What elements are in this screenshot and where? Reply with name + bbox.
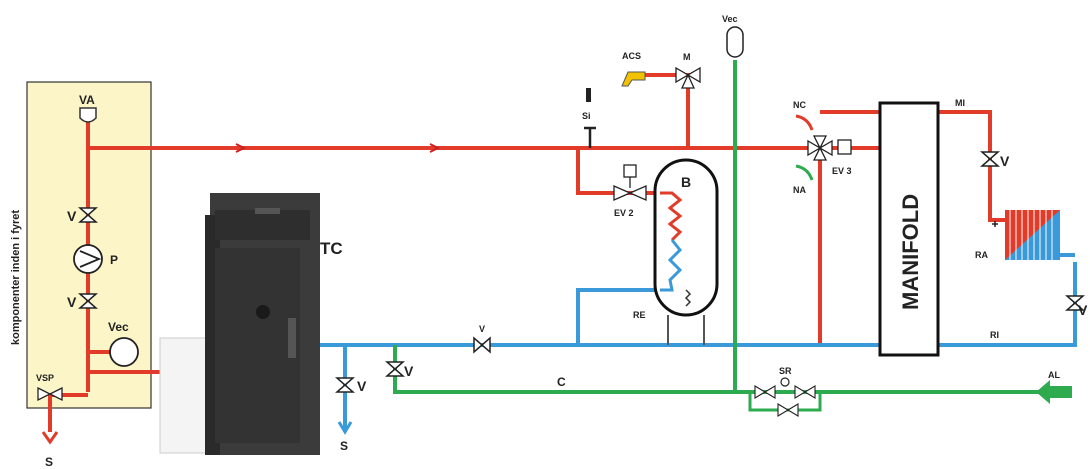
nc-label: NC — [793, 100, 806, 110]
sensor-si-stem — [584, 126, 596, 148]
re-label: RE — [633, 310, 646, 320]
s-left-label: S — [45, 455, 53, 469]
pellet-boiler — [159, 193, 320, 455]
m-label: M — [683, 52, 691, 62]
valve-v-mid — [78, 293, 98, 309]
v-label-top: V — [67, 208, 77, 224]
safety-valve-vsp — [37, 386, 63, 402]
heating-coil-blue — [660, 239, 683, 292]
sr-label: SR — [779, 366, 792, 376]
na-arc — [795, 164, 814, 181]
mixing-valve-m — [675, 66, 701, 89]
storage-tank-b — [653, 158, 719, 317]
ri-label: RI — [990, 330, 999, 340]
safety-group-sr — [754, 377, 816, 417]
tc-label: TC — [320, 239, 343, 258]
v-drain-label: V — [357, 378, 367, 394]
s-drain-label: S — [340, 439, 348, 453]
v-vertical-label: V — [404, 363, 414, 379]
vsp-label: VSP — [36, 373, 54, 383]
ev3-label: EV 3 — [832, 166, 852, 176]
p-label: P — [110, 253, 118, 267]
red-to-ev2 — [576, 148, 660, 195]
expansion-vessel-top — [726, 26, 744, 58]
resistor-re — [684, 289, 692, 307]
valve-v-right-blue — [1065, 295, 1085, 311]
flow-arrow-1 — [235, 143, 247, 153]
blue-coil-return — [576, 288, 660, 345]
nc-arc — [795, 114, 814, 131]
ev2-label: EV 2 — [614, 208, 634, 218]
vec-left-label: Vec — [108, 320, 129, 334]
ra-label: RA — [975, 250, 988, 260]
drain-s-arrow — [337, 421, 353, 435]
valve-v-right-red — [980, 151, 1000, 167]
v-right-red-label: V — [1000, 153, 1010, 169]
manifold — [878, 101, 940, 357]
acs-label: ACS — [622, 51, 641, 61]
valve-v-vertical — [385, 361, 405, 377]
valve-ev2 — [613, 164, 647, 201]
inlet-arrow-al — [1036, 380, 1072, 404]
heating-coil-red — [660, 191, 683, 242]
va-label: VA — [79, 93, 95, 107]
v-blue-label: V — [479, 324, 485, 334]
valve-v-blue — [473, 336, 491, 354]
si-label: Si — [582, 111, 591, 121]
radiator-ra — [992, 210, 1060, 260]
vec-top-label: Vec — [722, 14, 738, 24]
drain-s-left — [41, 431, 59, 445]
na-label: NA — [793, 185, 806, 195]
c-label: C — [557, 375, 566, 389]
sensor-si — [586, 88, 591, 102]
side-text: komponenter inden i fyret — [10, 210, 22, 345]
tank-feet — [667, 315, 705, 345]
acs-faucet — [621, 71, 646, 87]
cold-water-pipe — [393, 345, 1040, 394]
b-label: B — [681, 174, 691, 190]
valve-v-top — [78, 207, 98, 223]
expansion-vessel-vec — [109, 337, 139, 367]
flow-arrow-2 — [429, 143, 441, 153]
al-label: AL — [1048, 370, 1060, 380]
manifold-label: MANIFOLD — [898, 194, 923, 310]
v-label-mid: V — [67, 294, 77, 310]
valve-v-drain — [335, 377, 355, 393]
mi-label: MI — [955, 98, 965, 108]
valve-ev3 — [807, 135, 852, 161]
air-vent-va — [79, 107, 97, 123]
v-right-blue-label: V — [1078, 302, 1088, 318]
pump-p — [73, 244, 103, 274]
return-pipe-ri — [938, 262, 1077, 347]
